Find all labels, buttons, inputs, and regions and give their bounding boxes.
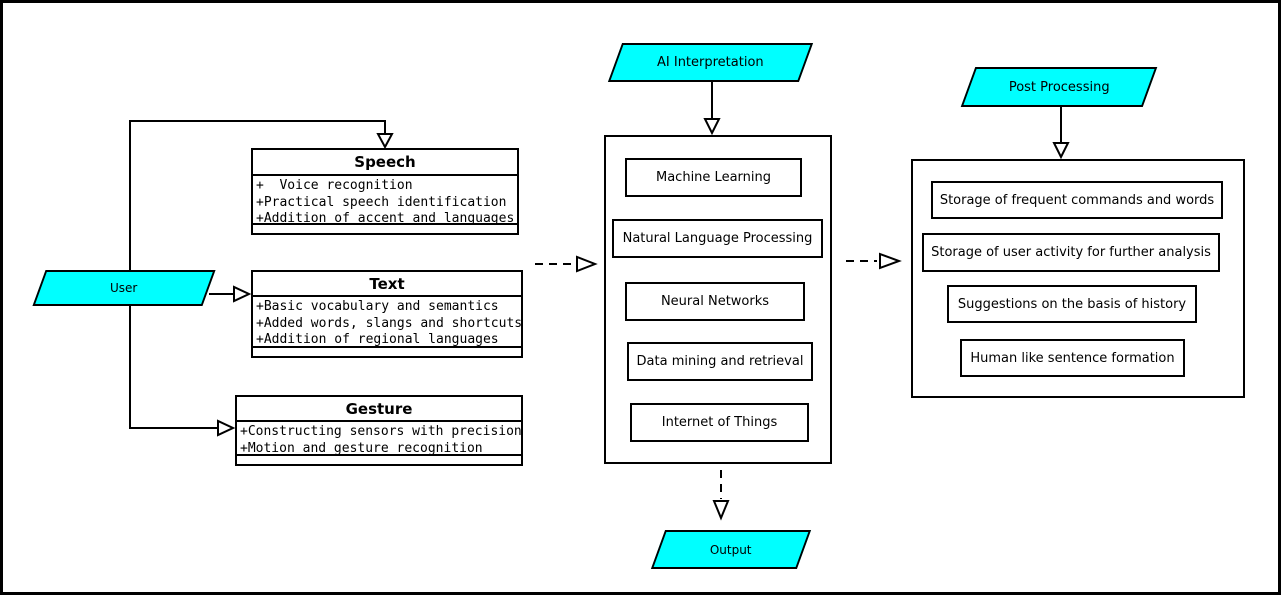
connector-inputs-to-modules-dashed: [535, 255, 598, 273]
class-attribute: +Basic vocabulary and semantics: [256, 299, 499, 314]
node-post-processing-label: Post Processing: [1008, 79, 1110, 95]
class-text-empty-compartment: [253, 346, 521, 356]
class-speech-empty-compartment: [253, 223, 517, 233]
class-text-title: Text: [253, 272, 521, 297]
ai-modules-box: Machine Learning Natural Language Proces…: [604, 135, 832, 464]
open-arrowhead: [233, 285, 252, 303]
class-gesture-title: Gesture: [237, 397, 521, 422]
node-output-label: Output: [710, 542, 752, 557]
class-speech-title: Speech: [253, 150, 517, 176]
open-arrowhead: [376, 133, 394, 150]
module-machine-learning: Machine Learning: [625, 158, 802, 197]
open-arrowhead: [712, 500, 730, 521]
class-attribute: +Addition of accent and languages: [256, 211, 515, 223]
class-text-attributes: +Basic vocabulary and semantics +Added w…: [253, 297, 521, 346]
connector-modules-to-storage-dashed: [846, 252, 902, 270]
node-user-label: User: [110, 281, 138, 295]
class-attribute: +Added words, slangs and shortcuts: [256, 315, 521, 331]
class-attribute: +Addition of regional languages: [256, 332, 499, 346]
class-gesture-attributes: +Constructing sensors with precision +Mo…: [237, 422, 521, 454]
module-storage-activity: Storage of user activity for further ana…: [922, 233, 1220, 272]
class-attribute: +Practical speech identification: [256, 194, 507, 210]
module-data-mining: Data mining and retrieval: [627, 342, 813, 381]
open-arrowhead: [217, 419, 236, 437]
class-attribute: +Motion and gesture recognition: [240, 440, 483, 455]
class-gesture-empty-compartment: [237, 454, 521, 464]
class-speech-attributes: + Voice recognition +Practical speech id…: [253, 176, 517, 223]
module-natural-language-processing: Natural Language Processing: [612, 219, 823, 258]
class-text: Text +Basic vocabulary and semantics +Ad…: [251, 270, 523, 358]
node-ai-interpretation: AI Interpretation: [607, 43, 814, 82]
post-processing-box: Storage of frequent commands and words S…: [911, 159, 1245, 398]
module-neural-networks: Neural Networks: [625, 282, 805, 321]
class-speech: Speech + Voice recognition +Practical sp…: [251, 148, 519, 235]
connector-post-processing-to-storage: [1052, 107, 1070, 160]
node-user: User: [32, 270, 216, 306]
class-attribute: + Voice recognition: [256, 178, 413, 193]
connector-modules-to-output-dashed: [712, 470, 730, 521]
connector-ai-interpretation-to-modules: [703, 82, 721, 136]
module-human-sentence: Human like sentence formation: [960, 339, 1185, 377]
module-internet-of-things: Internet of Things: [630, 403, 809, 442]
class-gesture: Gesture +Constructing sensors with preci…: [235, 395, 523, 466]
node-post-processing: Post Processing: [960, 67, 1158, 107]
open-arrowhead: [576, 255, 598, 273]
open-arrowhead: [1052, 142, 1070, 160]
connector-user-to-gesture: [129, 305, 236, 437]
module-storage-commands: Storage of frequent commands and words: [931, 181, 1223, 219]
node-ai-interpretation-label: AI Interpretation: [657, 55, 764, 70]
open-arrowhead: [879, 252, 902, 270]
open-arrowhead: [703, 118, 721, 136]
connector-user-to-text: [209, 285, 252, 303]
node-output: Output: [650, 530, 812, 569]
class-attribute: +Constructing sensors with precision: [240, 424, 521, 439]
module-suggestions-history: Suggestions on the basis of history: [947, 285, 1197, 323]
